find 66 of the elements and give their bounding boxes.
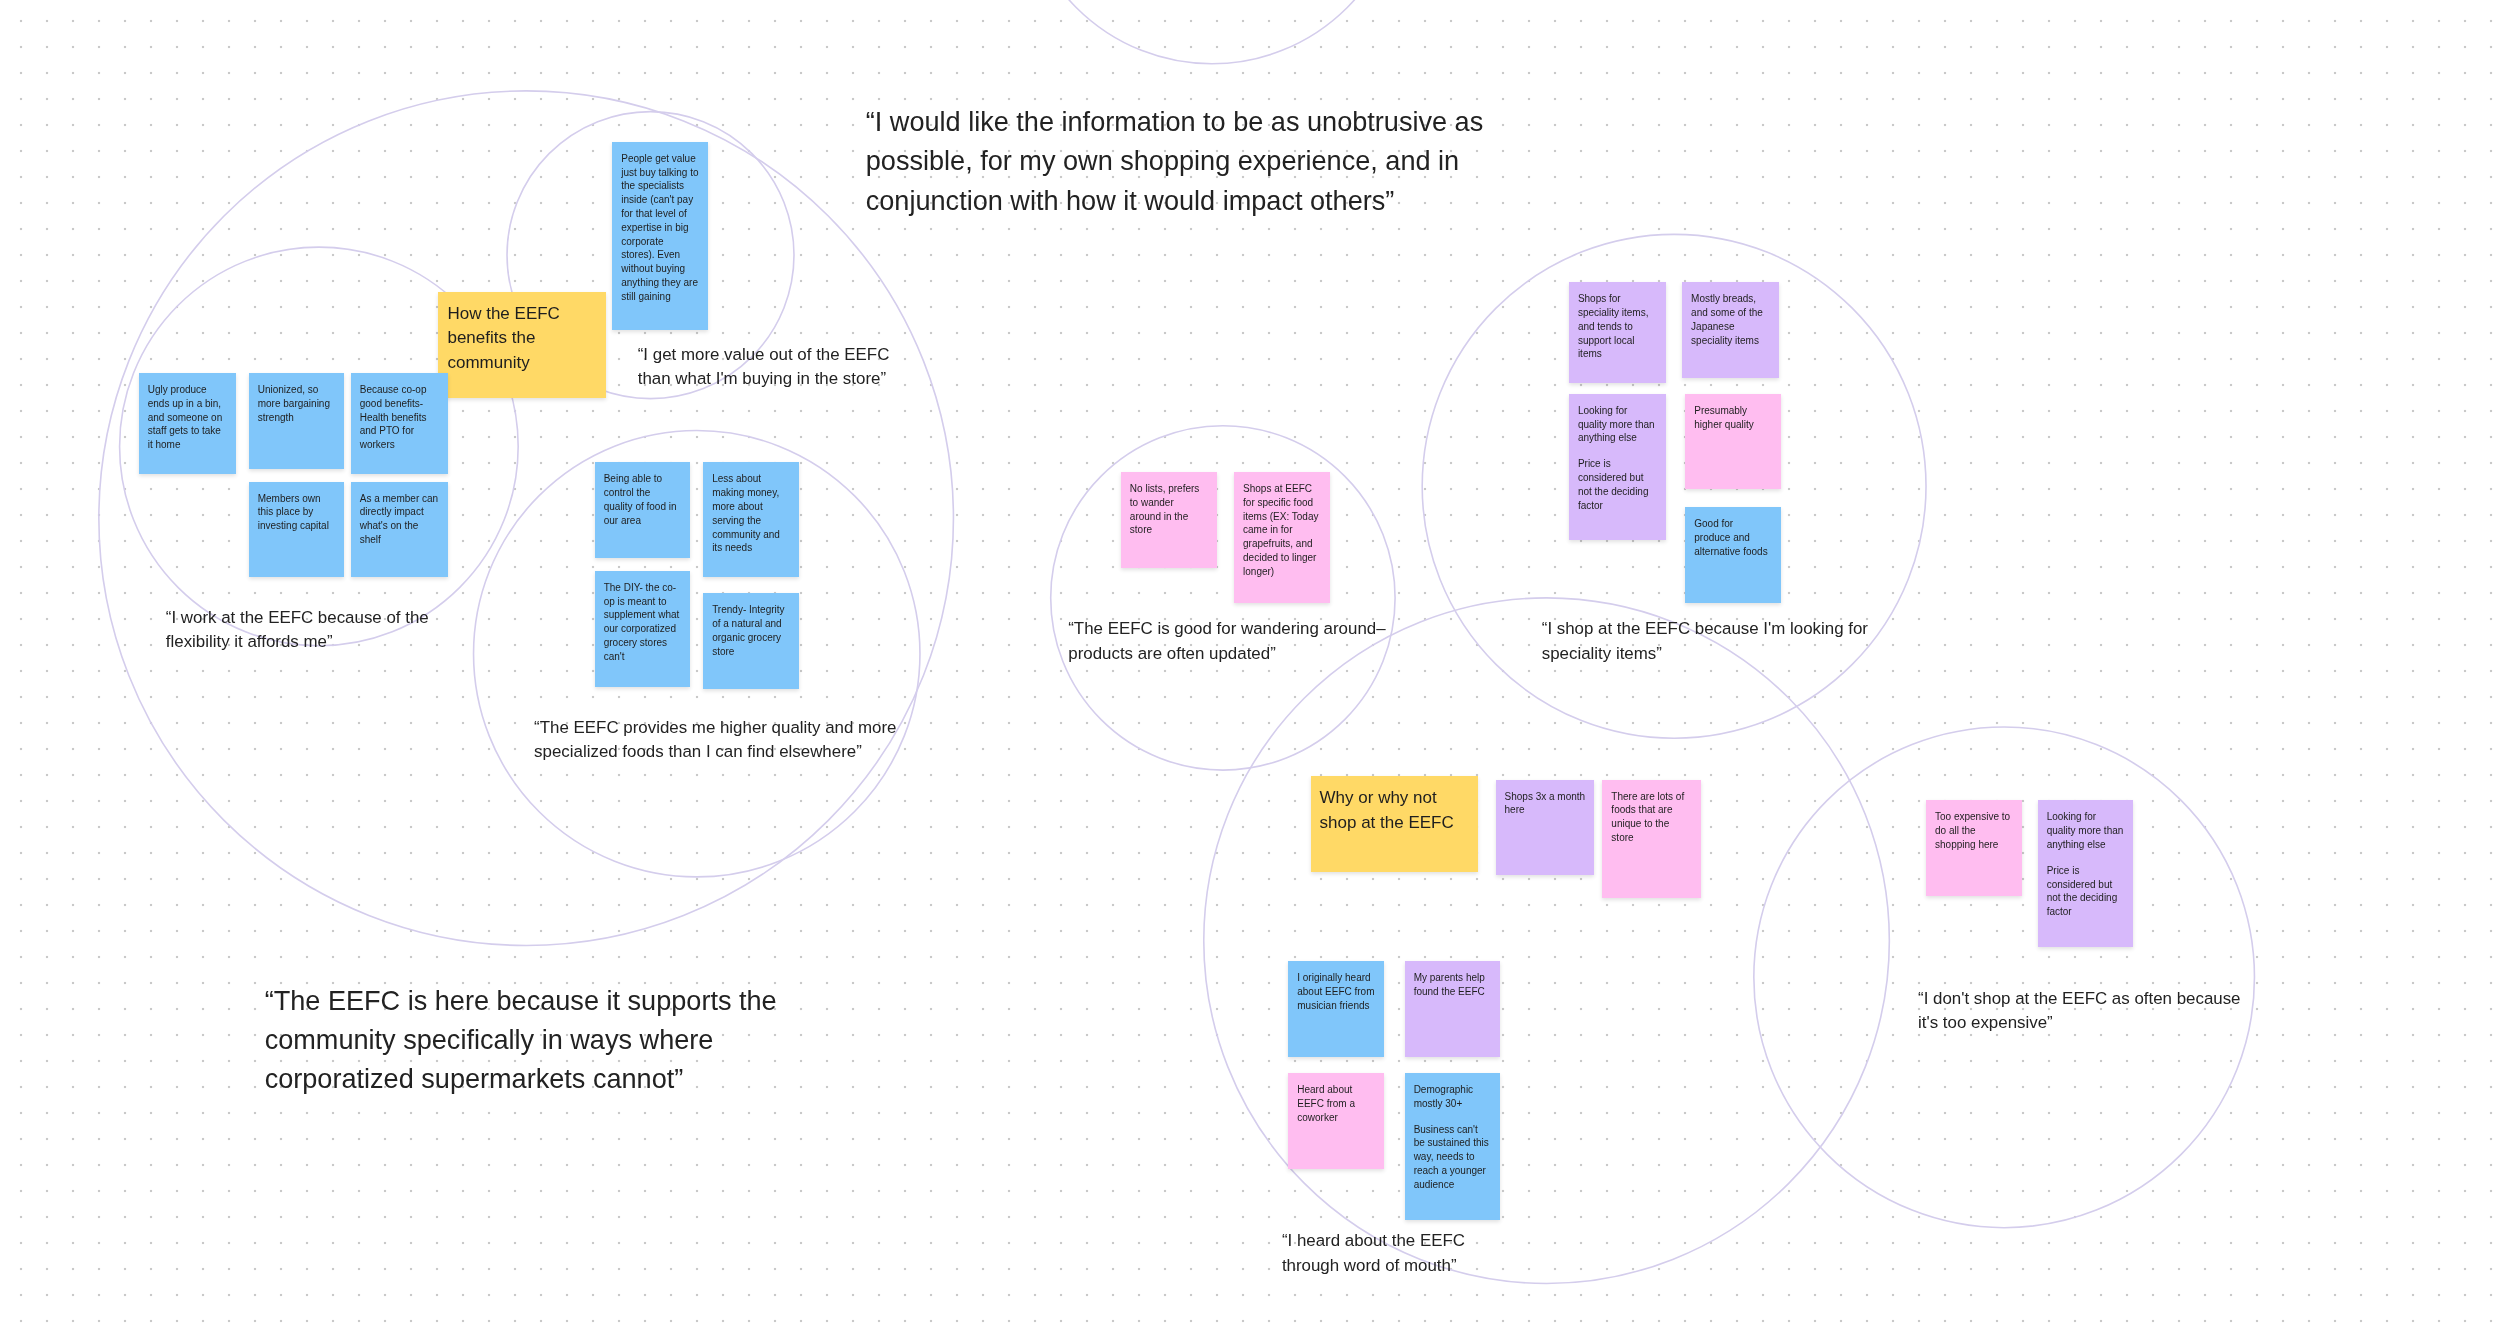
sticky-note bbox=[2037, 800, 2134, 948]
header-sticky-note bbox=[1310, 776, 1478, 873]
sticky-note bbox=[1404, 961, 1501, 1058]
sticky-note bbox=[1682, 282, 1780, 378]
note-text: Price is considered but not the deciding factor bbox=[2046, 863, 2119, 919]
sticky-note bbox=[1602, 779, 1702, 898]
note-text: How the EEFC benefits the community bbox=[447, 302, 561, 375]
note-text: As a member can directly impact what's on the shelf bbox=[359, 491, 439, 547]
quote-text: “The EEFC is here because it supports the community specifically in ways where corporatized supermarkets cannot” bbox=[264, 983, 778, 1097]
sticky-note bbox=[594, 570, 691, 688]
quote-text: “I get more value out of the EEFC than what I'm buying in the store” bbox=[637, 343, 891, 391]
note-text: Less about making money, more about serving the community and its needs bbox=[712, 472, 781, 556]
sticky-note bbox=[248, 373, 345, 469]
sticky-note bbox=[248, 481, 345, 578]
note-text: My parents help found the EEFC bbox=[1413, 971, 1486, 999]
sticky-note bbox=[1568, 282, 1667, 384]
quote-text: “I shop at the EEFC because I'm looking for speciality items” bbox=[1541, 618, 1869, 665]
sticky-note bbox=[612, 141, 708, 330]
sticky-note bbox=[1926, 800, 2022, 897]
sticky-note bbox=[1685, 393, 1781, 490]
note-text: Shops at EEFC for specific food items (EX: Today came in for grapefruits, and decided to linger longer) bbox=[1243, 481, 1320, 579]
sticky-note bbox=[703, 593, 799, 689]
quote-text: “I would like the information to be as unobtrusive as possible, for my own shopping experience, and in conjunction with how it would impact others” bbox=[865, 105, 1485, 218]
note-text: Members own this place by investing capital bbox=[257, 491, 330, 533]
sticky-note bbox=[1685, 507, 1781, 603]
note-text: Looking for quality more than anything else bbox=[2046, 810, 2125, 852]
note-text: The DIY- the co-op is meant to supplement what our corporatized grocery stores can't bbox=[603, 580, 681, 664]
sticky-note bbox=[1288, 961, 1384, 1058]
sticky-note bbox=[1120, 471, 1217, 568]
note-text: Heard about EEFC from a coworker bbox=[1297, 1083, 1357, 1125]
note-text: Looking for quality more than anything else bbox=[1577, 403, 1656, 446]
note-text: People get value just buy talking to the specialists inside (can't pay for that level of expertise in big corporate stores). Even without buying anything they are still gaining bbox=[621, 151, 699, 304]
quote-text: “The EEFC provides me higher quality and more specialized foods than I can find elsewhere” bbox=[534, 716, 898, 764]
note-text: Price is considered but not the deciding factor bbox=[1577, 457, 1650, 513]
sticky-note bbox=[1404, 1073, 1501, 1220]
sticky-note bbox=[1288, 1073, 1384, 1169]
quote-text: “I heard about the EEFC through word of mouth” bbox=[1281, 1230, 1466, 1277]
note-text: Why or why not shop at the EEFC bbox=[1319, 787, 1455, 835]
sticky-note bbox=[1568, 393, 1667, 541]
note-text: Business can't be sustained this way, needs to reach a younger audience bbox=[1413, 1122, 1490, 1192]
note-text: Because co-op good benefits- Health benefits and PTO for workers bbox=[359, 383, 428, 453]
note-text: Mostly breads, and some of the Japanese speciality items bbox=[1691, 292, 1764, 348]
sticky-note bbox=[1495, 779, 1595, 876]
note-text: Demographic mostly 30+ bbox=[1413, 1083, 1475, 1111]
quote-text: “I don't shop at the EEFC as often because it's too expensive” bbox=[1918, 987, 2242, 1035]
note-text: Shops 3x a month here bbox=[1504, 789, 1586, 818]
note-text: Being able to control the quality of food in our area bbox=[603, 472, 678, 528]
sticky-note bbox=[703, 462, 799, 578]
sticky-note bbox=[350, 373, 448, 475]
note-text: Shops for speciality items, and tends to support local items bbox=[1577, 292, 1650, 362]
note-text: I originally heard about EEFC from musician friends bbox=[1297, 971, 1375, 1013]
sticky-note bbox=[1234, 471, 1330, 603]
quote-text: “The EEFC is good for wandering around– products are often updated” bbox=[1068, 618, 1387, 665]
quote-text: “I work at the EEFC because of the flexibility it affords me” bbox=[165, 606, 430, 654]
note-text: Unionized, so more bargaining strength bbox=[257, 383, 331, 425]
sticky-note bbox=[594, 462, 691, 558]
sticky-note bbox=[138, 373, 236, 475]
note-text: Good for produce and alternative foods bbox=[1694, 517, 1769, 559]
sticky-note bbox=[350, 481, 448, 578]
note-text: Ugly produce ends up in a bin, and someone on staff gets to take it home bbox=[147, 383, 224, 453]
header-sticky-note bbox=[438, 291, 606, 398]
note-text: Too expensive to do all the shopping here bbox=[1935, 810, 2012, 852]
note-text: There are lots of foods that are unique to the store bbox=[1611, 789, 1686, 845]
note-text: No lists, prefers to wander around in the store bbox=[1129, 481, 1201, 538]
note-text: Presumably higher quality bbox=[1694, 403, 1755, 432]
note-text: Trendy- Integrity of a natural and organic grocery store bbox=[712, 603, 786, 659]
